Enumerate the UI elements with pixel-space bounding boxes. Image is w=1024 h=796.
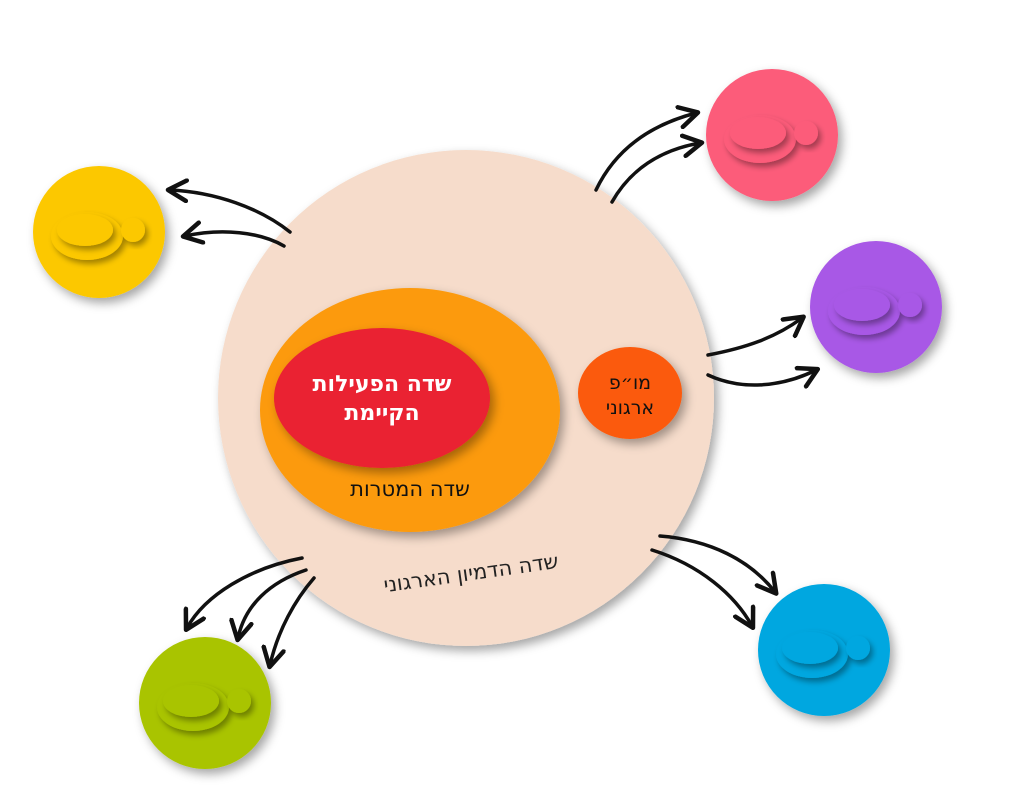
arrows-to-yellow (170, 190, 292, 248)
arrows-to-blue (650, 534, 775, 626)
arrow-to-blue-1 (658, 534, 775, 592)
arrows-to-green (187, 556, 316, 665)
satellite-blue (758, 584, 890, 716)
arrow-to-pink-1 (594, 113, 696, 192)
satellite-green (139, 637, 271, 769)
arrow-to-green-1 (187, 556, 304, 628)
arrows-to-purple (706, 318, 816, 385)
activity-field-label-line1: שדה הפעילות (313, 372, 452, 397)
arrow-to-green-3 (270, 576, 316, 665)
satellite-purple (810, 241, 942, 373)
rnd-label-line2: ארגוני (606, 397, 654, 419)
arrow-to-yellow-2 (185, 232, 286, 248)
arrow-to-pink-2 (610, 143, 700, 204)
goals-field-label: שדה המטרות (350, 477, 470, 501)
existing-activity-field (274, 328, 490, 468)
arrow-to-purple-1 (706, 318, 802, 357)
arrows-to-pink (594, 113, 700, 204)
rnd-node (578, 347, 682, 439)
satellite-pink (706, 69, 838, 201)
arrow-to-purple-2 (706, 370, 816, 385)
activity-field-label-line2: הקיימת (344, 401, 419, 426)
arrow-to-blue-2 (650, 548, 752, 626)
arrow-to-green-2 (238, 568, 308, 638)
rnd-label-line1: מו״פ (609, 372, 651, 394)
satellite-yellow (33, 166, 165, 298)
arrow-to-yellow-1 (170, 190, 292, 234)
